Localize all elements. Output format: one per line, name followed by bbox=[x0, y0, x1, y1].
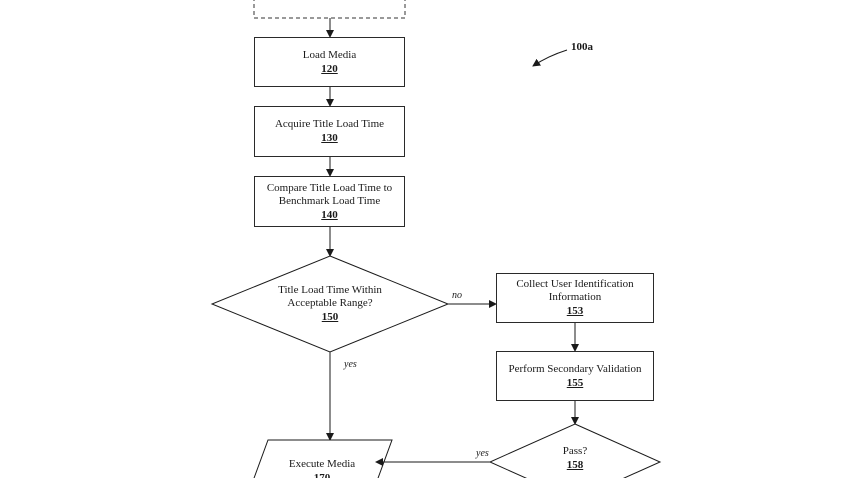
decision-150-label: Title Load Time Within Acceptable Range?… bbox=[250, 280, 410, 328]
decision-150-text-line2: Acceptable Range? bbox=[287, 297, 373, 309]
figure-reference-label: 100a bbox=[571, 41, 593, 53]
decision-158-ref: 158 bbox=[566, 458, 584, 471]
load-media-ref: 120 bbox=[321, 62, 338, 75]
execute-media-text: Execute Media bbox=[288, 458, 356, 470]
collect-user-info-box: Collect User Identification Information … bbox=[496, 273, 654, 323]
edge-label-yes-pass: yes bbox=[476, 448, 489, 459]
dashed-previous-step-box bbox=[253, 0, 406, 19]
compare-load-time-label-line1: Compare Title Load Time to bbox=[266, 181, 393, 194]
edge-label-no: no bbox=[452, 290, 462, 301]
secondary-validation-box: Perform Secondary Validation 155 bbox=[496, 351, 654, 401]
execute-media-label: Execute Media 170 bbox=[262, 458, 382, 478]
figure-ref-leader-arrow bbox=[532, 49, 568, 67]
secondary-validation-label: Perform Secondary Validation bbox=[508, 362, 642, 375]
secondary-validation-ref: 155 bbox=[566, 376, 584, 389]
acquire-title-load-time-ref: 130 bbox=[321, 132, 338, 144]
load-media-label: Load Media bbox=[302, 48, 357, 61]
decision-158-text: Pass? bbox=[562, 444, 588, 457]
decision-150-ref: 150 bbox=[321, 311, 339, 323]
compare-load-time-label-line2: Benchmark Load Time bbox=[278, 194, 381, 207]
collect-user-info-ref: 153 bbox=[566, 305, 584, 317]
compare-load-time-ref: 140 bbox=[321, 208, 338, 221]
decision-158-label: Pass? 158 bbox=[535, 444, 615, 472]
execute-media-parallelogram bbox=[253, 439, 393, 478]
acquire-title-load-time-box: Acquire Title Load Time 130 bbox=[254, 106, 405, 157]
acquire-title-load-time-label: Acquire Title Load Time bbox=[274, 118, 385, 130]
decision-150-text-line1: Title Load Time Within bbox=[278, 284, 382, 296]
load-media-box: Load Media 120 bbox=[254, 37, 405, 87]
compare-load-time-box: Compare Title Load Time to Benchmark Loa… bbox=[254, 176, 405, 227]
collect-user-info-label-line1: Collect User Identification bbox=[516, 278, 634, 290]
decision-158-diamond bbox=[488, 423, 662, 478]
collect-user-info-label-line2: Information bbox=[548, 291, 602, 303]
execute-media-ref: 170 bbox=[313, 472, 331, 478]
edge-label-yes-range: yes bbox=[344, 359, 357, 370]
